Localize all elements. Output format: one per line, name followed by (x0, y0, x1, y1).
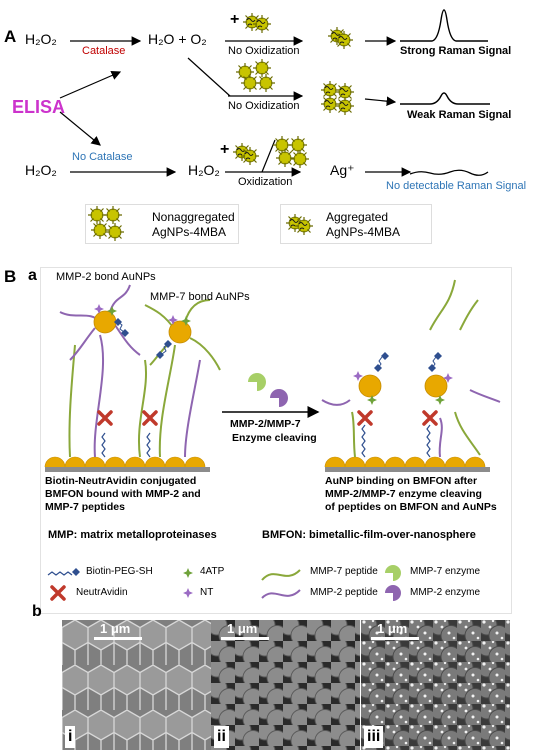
right-caption-3: of peptides on BMFON and AuNPs (325, 501, 497, 513)
panel-b-label: B (4, 267, 17, 286)
sem-image-iii: 1 μm iii (361, 620, 510, 750)
bmfon-substrate-left (44, 456, 210, 472)
right-aunp-2 (422, 352, 453, 458)
h2o2-mid: H₂O₂ (188, 162, 220, 178)
sem-ii-texture (211, 620, 360, 750)
weak-raman-label: Weak Raman Signal (407, 109, 512, 121)
left-caption-3: MMP-7 peptides (45, 501, 125, 513)
plus-top: + (230, 11, 240, 28)
h2o2-top: H₂O₂ (25, 31, 57, 47)
legend-agg-l2: AgNPs-4MBA (326, 225, 401, 239)
arrow-elisa-down (59, 111, 101, 146)
legend-nonagg-box (85, 204, 239, 244)
bmfon-substrate-right (324, 456, 490, 472)
legend-agg-box (280, 204, 432, 244)
no-catalase-label: No Catalase (72, 151, 133, 163)
sem-image-ii: 1 μm ii (211, 620, 360, 750)
agg-cluster-right (327, 26, 354, 50)
sem-i-scalebar (94, 637, 142, 640)
right-aunp-1 (353, 352, 389, 458)
legend-mmp2-enzyme-label: MMP-2 enzyme (410, 587, 481, 598)
sem-i-texture (62, 620, 211, 750)
legend-mmp2-peptide-label: MMP-2 peptide (310, 587, 378, 598)
legend-biotin-icon (47, 568, 80, 576)
sem-iii-scalebar (371, 637, 419, 640)
nonagg-cluster-mid (235, 58, 276, 93)
mmp2-bond-label: MMP-2 bond AuNPs (56, 271, 156, 283)
legend-biotin-label: Biotin-PEG-SH (86, 566, 153, 577)
enzyme-cleaving-2: Enzyme cleaving (232, 432, 317, 444)
legend-nonagg-l1: Nonaggregated (152, 210, 235, 224)
mmp2-aunp (59, 284, 141, 361)
sem-i-scale-text: 1 μm (100, 621, 131, 636)
oxidization-label: Oxidization (238, 176, 293, 188)
bmfon-definition: BMFON: bimetallic-film-over-nanosphere (262, 529, 476, 541)
no-oxidization-2: No Oxidization (228, 100, 300, 112)
legend-mmp7-peptide-label: MMP-7 peptide (310, 566, 378, 577)
legend-4atp-label: 4ATP (200, 566, 225, 577)
left-caption-2: BMFON bound with MMP-2 and (45, 488, 201, 500)
strong-raman-peak (400, 9, 488, 42)
sem-iii-texture (361, 620, 510, 750)
legend-nonagg-l2: AgNPs-4MBA (152, 225, 227, 239)
plus-bottom: + (220, 141, 230, 158)
agg-cluster-mid-right (320, 80, 355, 116)
elisa-label: ELISA (12, 97, 66, 117)
left-caption-1: Biotin-NeutrAvidin conjugated (45, 475, 197, 487)
legend-mmp2-peptide-icon (261, 589, 301, 599)
no-oxidization-1: No Oxidization (228, 45, 300, 57)
h2o2-bottom: H₂O₂ (25, 162, 57, 178)
catalase-label: Catalase (82, 45, 126, 57)
enzyme-cleaving-1: MMP-2/MMP-7 (230, 418, 301, 430)
ag-ion: Ag⁺ (330, 162, 355, 178)
legend-nt-label: NT (200, 587, 214, 598)
sem-ii-scalebar (221, 637, 269, 640)
panel-b-sub-b: b (32, 603, 42, 620)
right-caption-2: MMP-2/MMP-7 enzyme cleaving (325, 488, 482, 500)
sem-iii-scale-text: 1 μm (377, 621, 408, 636)
sem-image-i: 1 μm i (62, 620, 211, 750)
weak-raman-peak (400, 92, 490, 105)
agg-cluster-top (242, 12, 272, 34)
mmp-definition: MMP: matrix metalloproteinases (48, 529, 217, 541)
sem-ii-label: ii (214, 726, 229, 748)
sem-i-label: i (65, 726, 76, 748)
mmp7-bond-label: MMP-7 bond AuNPs (150, 291, 250, 303)
flat-raman-line (409, 169, 489, 176)
legend-mmp7-peptide-icon (261, 569, 301, 581)
sem-iii-label: iii (364, 726, 384, 748)
nonagg-cluster-bottom (272, 135, 310, 169)
arrow-elisa-up (59, 70, 122, 99)
no-signal-label: No detectable Raman Signal (386, 180, 527, 192)
agg-cluster-bottom-left (232, 142, 260, 166)
sem-ii-scale-text: 1 μm (227, 621, 258, 636)
h2o-o2: H₂O + O₂ (148, 31, 207, 47)
strong-raman-label: Strong Raman Signal (400, 45, 512, 57)
right-caption-1: AuNP binding on BMFON after (325, 475, 478, 487)
panel-b-sub-a: a (28, 267, 37, 284)
panel-b-a-box (40, 267, 512, 614)
enzyme-icons (248, 373, 288, 407)
legend-agg-l1: Aggregated (326, 210, 389, 224)
legend-mmp7-enzyme-icon (385, 565, 401, 581)
legend-mmp7-enzyme-label: MMP-7 enzyme (410, 566, 481, 577)
right-peptides (321, 279, 501, 458)
panel-a-label: A (4, 27, 17, 46)
legend-neutravidin-label: NeutrAvidin (76, 587, 128, 598)
left-linkers (97, 410, 158, 458)
legend-mmp2-enzyme-icon (385, 585, 401, 601)
mmp7-aunp (144, 299, 221, 371)
